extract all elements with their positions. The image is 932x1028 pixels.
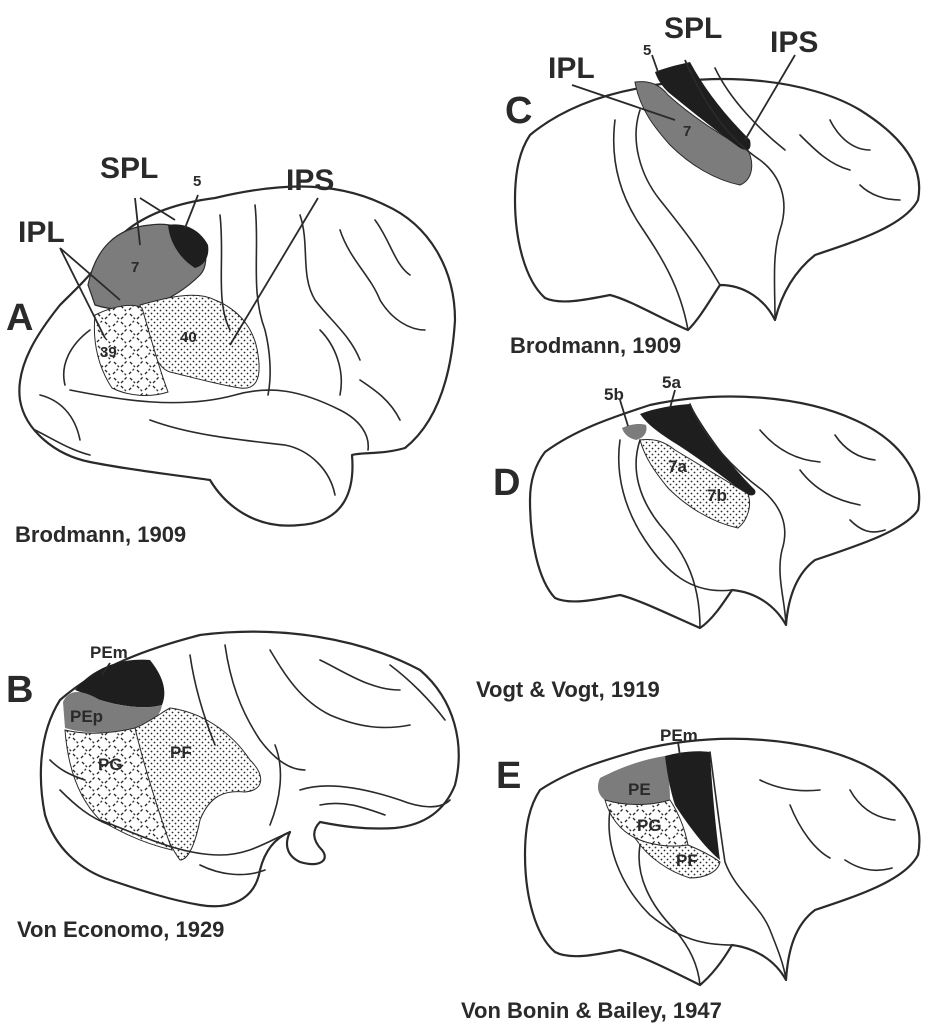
panel-c: C SPL 5 IPS IPL 7 Brodmann, 1909 bbox=[505, 12, 919, 358]
panel-a-area40-label: 40 bbox=[180, 329, 197, 346]
panel-e-sulcus bbox=[850, 790, 895, 820]
panel-d-7a-label: 7a bbox=[668, 457, 687, 476]
panel-b-pf-label: PF bbox=[170, 743, 192, 762]
panel-c-letter: C bbox=[505, 90, 532, 132]
panel-b-letter: B bbox=[6, 669, 33, 711]
panel-e: E PEm PE PG PF Von Bonin & Bailey, 1947 bbox=[461, 726, 919, 1023]
panel-a-sulcus bbox=[35, 395, 90, 455]
panel-c-area5-leader bbox=[652, 55, 658, 72]
panel-c-area7-label: 7 bbox=[683, 123, 691, 140]
panel-a-area7-label: 7 bbox=[131, 259, 139, 276]
panel-a-sulcus bbox=[300, 215, 360, 360]
panel-e-sulcus bbox=[790, 805, 830, 858]
panel-e-caption: Von Bonin & Bailey, 1947 bbox=[461, 998, 722, 1023]
panel-c-area5-label: 5 bbox=[643, 42, 651, 59]
panel-c-caption: Brodmann, 1909 bbox=[510, 333, 681, 358]
panel-d-area-5b bbox=[622, 424, 647, 440]
panel-d-caption: Vogt & Vogt, 1919 bbox=[476, 677, 660, 702]
panel-a-sulcus bbox=[150, 420, 335, 495]
panel-b-pem-label: PEm bbox=[90, 643, 128, 662]
panel-b-caption: Von Economo, 1929 bbox=[17, 917, 224, 942]
panel-a: A SPL 5 IPS IPL 7 40 39 Brodmann, 1909 bbox=[6, 152, 455, 547]
panel-e-pem-label: PEm bbox=[660, 726, 698, 745]
panel-c-sulcus bbox=[800, 120, 870, 170]
panel-b-sulcus bbox=[300, 786, 450, 807]
panel-a-sylvian bbox=[70, 390, 368, 450]
panel-d-5a-leader bbox=[670, 390, 675, 408]
panel-d-sulcus bbox=[850, 520, 885, 532]
panel-a-ipl-label: IPL bbox=[18, 216, 65, 249]
panel-e-pe-label: PE bbox=[628, 780, 651, 799]
panel-a-sulcus bbox=[340, 230, 425, 330]
panel-e-brain-outline bbox=[525, 739, 919, 985]
panel-d-sulcus bbox=[835, 435, 875, 460]
panel-b-sulcus bbox=[320, 660, 445, 720]
panel-b-pg-label: PG bbox=[98, 755, 123, 774]
panel-a-spl-label: SPL bbox=[100, 152, 158, 185]
panel-d-5a-label: 5a bbox=[662, 373, 681, 392]
panel-a-area39-label: 39 bbox=[100, 344, 117, 361]
panel-c-ipl-label: IPL bbox=[548, 52, 595, 85]
panel-d-5b-label: 5b bbox=[604, 385, 624, 404]
panel-a-letter: A bbox=[6, 297, 33, 339]
panel-a-ips-label: IPS bbox=[286, 164, 334, 197]
panel-b-pep-label: PEp bbox=[70, 707, 103, 726]
panel-c-ips-leader bbox=[745, 55, 795, 140]
panel-d-sulcus bbox=[760, 430, 860, 505]
panel-c-ips-label: IPS bbox=[770, 26, 818, 59]
panel-e-sulcus bbox=[760, 780, 820, 791]
panel-a-sulcus bbox=[375, 220, 410, 275]
panel-b-sulcus bbox=[320, 803, 385, 815]
panel-d-letter: D bbox=[493, 462, 520, 504]
panel-e-letter: E bbox=[496, 755, 521, 797]
panel-a-area5-leader bbox=[185, 195, 198, 228]
panel-c-spl-label: SPL bbox=[664, 12, 722, 45]
panel-b-sulcus bbox=[200, 865, 265, 875]
panel-d-7b-label: 7b bbox=[707, 486, 727, 505]
panel-a-sulcus bbox=[64, 330, 90, 385]
panel-c-sulcus bbox=[860, 185, 900, 200]
panel-e-sulcus bbox=[845, 860, 892, 870]
panel-e-pf-label: PF bbox=[676, 851, 698, 870]
panel-a-caption: Brodmann, 1909 bbox=[15, 522, 186, 547]
panel-a-ips-leader bbox=[230, 198, 318, 345]
panel-e-pg-label: PG bbox=[637, 816, 662, 835]
panel-a-area5-label: 5 bbox=[193, 173, 201, 190]
panel-b: B PEm PEp PG PF Von Economo, 1929 bbox=[6, 632, 459, 942]
panel-d: D 5b 5a 7a 7b Vogt & Vogt, 1919 bbox=[476, 373, 919, 702]
